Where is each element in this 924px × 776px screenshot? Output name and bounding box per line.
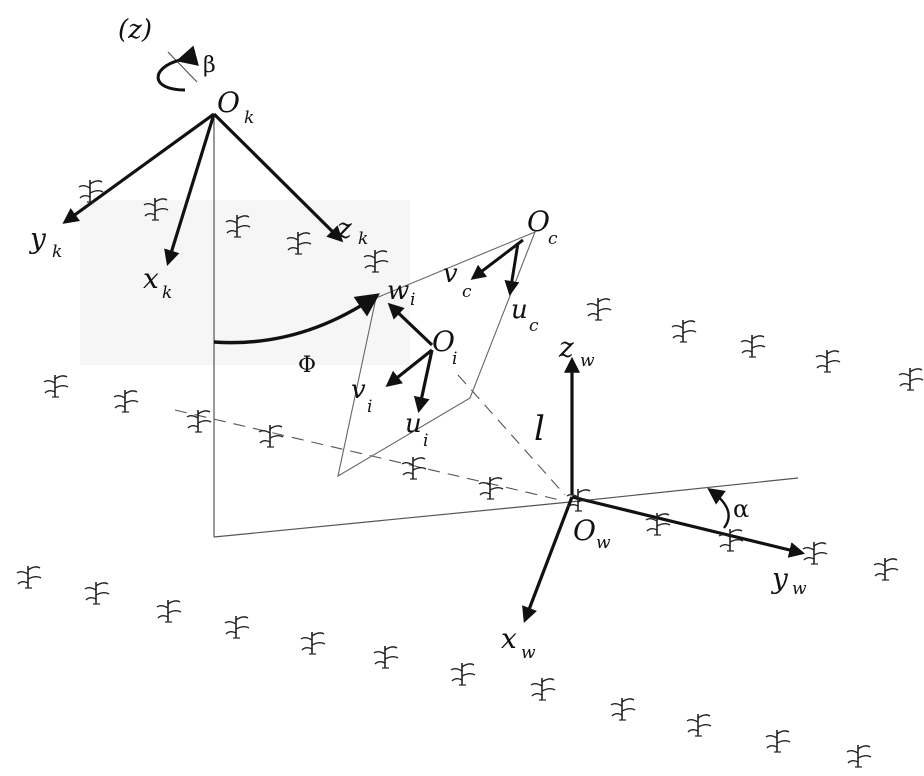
seedling-icon	[43, 374, 69, 398]
ow-frame	[522, 356, 806, 623]
seedling-icon	[686, 713, 712, 737]
angle-arcs	[156, 45, 730, 529]
seedling-icon	[258, 424, 284, 448]
zw-label: z	[558, 331, 574, 364]
seedling-icon	[401, 456, 427, 480]
vc-label: v	[443, 259, 458, 289]
alpha-label: α	[733, 495, 749, 523]
wi-axis-arrow	[387, 302, 434, 347]
seedling-icon	[478, 476, 504, 500]
vc-axis-arrow	[470, 238, 524, 280]
yk-axis-arrow	[62, 112, 215, 224]
z-paren-label: (z)	[118, 15, 152, 45]
seedling-icon	[450, 662, 476, 686]
seedling-icon	[610, 697, 636, 721]
axis-labels: (z) β O k y k x k z k O c v c u c w i O …	[28, 15, 807, 663]
beta-rotation-arc	[156, 45, 199, 92]
seedling-icon	[224, 615, 250, 639]
vi-label: v	[351, 375, 366, 405]
seedling-icon	[186, 409, 212, 433]
seedling-icon	[873, 557, 899, 581]
seedling-icon	[671, 319, 697, 343]
xw-sub: w	[521, 643, 536, 663]
wi-label: w	[387, 276, 409, 306]
z-axis-stub	[167, 51, 198, 83]
ui-label: u	[405, 409, 422, 439]
uc-axis-arrow	[504, 242, 520, 296]
phi-arc	[213, 293, 380, 345]
seedling-icon	[846, 744, 872, 768]
oc-label: O	[527, 205, 550, 238]
ground-line-right	[569, 477, 799, 503]
vc-sub: c	[462, 282, 472, 302]
yw-axis-arrow	[571, 495, 806, 558]
beta-label: β	[203, 53, 216, 78]
seedling-icon	[84, 581, 110, 605]
seedling-icon	[815, 349, 841, 373]
uc-label: u	[511, 295, 528, 325]
yw-sub: w	[792, 579, 807, 599]
seedling-icon	[740, 334, 766, 358]
dashed-height-line	[457, 374, 566, 496]
xk-sub: k	[162, 283, 172, 303]
xw-axis-arrow	[522, 496, 574, 623]
phi-label: Φ	[298, 353, 316, 378]
seedling-icon	[898, 367, 924, 391]
wi-sub: i	[410, 290, 415, 310]
seedling-icon	[113, 389, 139, 413]
shaded-region	[80, 200, 410, 365]
seedling-icon	[802, 541, 828, 565]
ok-frame	[62, 112, 344, 267]
zk-label: z	[336, 212, 352, 245]
ground-line-left	[213, 501, 571, 538]
vi-sub: i	[367, 397, 372, 417]
ui-sub: i	[423, 431, 428, 451]
oi-frame	[385, 302, 434, 414]
image-plane-outline	[337, 230, 536, 478]
ok-label: O	[217, 86, 240, 119]
uc-sub: c	[529, 316, 539, 336]
seedling-icon	[586, 297, 612, 321]
ui-axis-arrow	[413, 349, 434, 414]
xw-label: x	[501, 622, 517, 655]
vi-axis-arrow	[385, 348, 433, 387]
xk-axis-arrow	[164, 113, 216, 267]
seedling-icon	[16, 565, 42, 589]
ok-sub: k	[244, 108, 254, 128]
xk-label: x	[143, 262, 159, 295]
yk-label: y	[28, 222, 47, 255]
oc-sub: c	[548, 229, 558, 249]
l-height-label: l	[534, 409, 545, 449]
seedling-icon	[765, 729, 791, 753]
zw-sub: w	[580, 351, 595, 371]
seedling-icon	[373, 645, 399, 669]
dashed-row-line	[174, 409, 561, 501]
dashed-projection-lines	[174, 374, 566, 501]
yk-sub: k	[52, 242, 62, 262]
ow-label: O	[573, 514, 596, 547]
alpha-arc	[707, 488, 730, 529]
zk-sub: k	[358, 229, 368, 249]
reference-lines	[167, 51, 799, 538]
yw-label: y	[770, 562, 789, 595]
seedling-icon	[530, 677, 556, 701]
seedling-icon	[300, 631, 326, 655]
zk-axis-arrow	[212, 112, 344, 243]
oc-frame	[470, 238, 524, 296]
image-plane	[337, 230, 536, 478]
ow-sub: w	[596, 533, 611, 553]
seedling-icon	[156, 599, 182, 623]
oi-sub: i	[452, 349, 457, 369]
oi-label: O	[432, 325, 455, 358]
